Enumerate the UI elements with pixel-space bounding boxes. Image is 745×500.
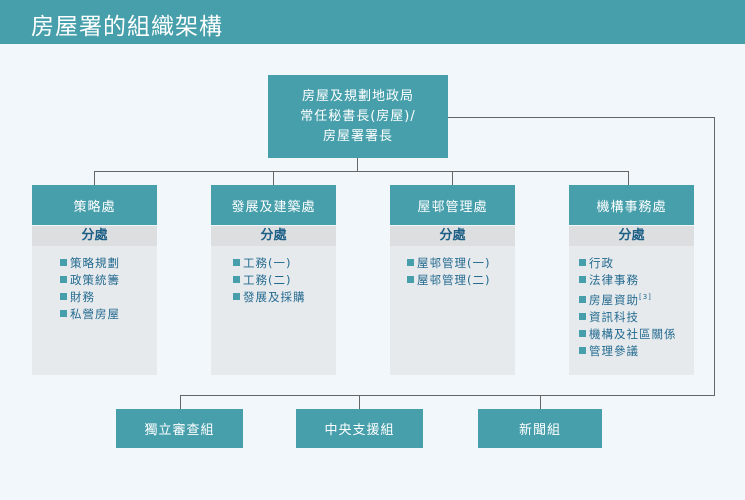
connector <box>180 395 715 396</box>
head-line: 房屋署署長 <box>322 128 393 144</box>
connector <box>628 171 629 185</box>
list-item: 私營房屋 <box>60 306 157 323</box>
head-line: 常任秘書長(房屋)/ <box>300 108 416 124</box>
header-bar: 房屋署的組織架構 <box>0 0 745 44</box>
connector <box>94 171 95 185</box>
connector <box>448 117 715 118</box>
unit-press: 新聞組 <box>478 409 602 448</box>
unit-independent-checking: 獨立審查組 <box>116 409 243 448</box>
list-item: 資訊科技 <box>579 309 694 326</box>
list-item: 屋邨管理(一) <box>407 255 515 272</box>
list-item: 機構及社區關係 <box>579 326 694 343</box>
connector <box>273 171 274 185</box>
division-title: 屋邨管理處 <box>390 185 515 225</box>
division-estate-management: 屋邨管理處 分處 屋邨管理(一) 屋邨管理(二) <box>390 185 515 375</box>
division-corporate-services: 機構事務處 分處 行政 法律事務 房屋資助[3] 資訊科技 機構及社區關係 管理… <box>569 185 694 375</box>
division-title: 策略處 <box>32 185 157 225</box>
list-item: 屋邨管理(二) <box>407 272 515 289</box>
page-title: 房屋署的組織架構 <box>31 14 223 40</box>
list-item: 政策統籌 <box>60 272 157 289</box>
subdivision-label: 分處 <box>32 226 157 246</box>
connector <box>540 395 541 409</box>
head-line: 房屋及規劃地政局 <box>301 88 414 104</box>
list-item: 法律事務 <box>579 272 694 289</box>
connector <box>180 395 181 409</box>
list-item: 工務(二) <box>233 272 336 289</box>
connector <box>359 395 360 409</box>
division-development: 發展及建築處 分處 工務(一) 工務(二) 發展及採購 <box>211 185 336 375</box>
list-item: 管理參議 <box>579 343 694 360</box>
footnote-link[interactable]: [3] <box>639 293 652 301</box>
list-item: 工務(一) <box>233 255 336 272</box>
subdivision-label: 分處 <box>569 226 694 246</box>
list-item: 財務 <box>60 289 157 306</box>
head-box: 房屋及規劃地政局 常任秘書長(房屋)/ 房屋署署長 <box>268 75 448 158</box>
unit-central-support: 中央支援組 <box>296 409 423 448</box>
list-item: 策略規劃 <box>60 255 157 272</box>
list-item: 發展及採購 <box>233 289 336 306</box>
list-item: 房屋資助[3] <box>579 289 694 309</box>
subdivision-label: 分處 <box>211 226 336 246</box>
subdivision-label: 分處 <box>390 226 515 246</box>
list-item: 行政 <box>579 255 694 272</box>
division-title: 發展及建築處 <box>211 185 336 225</box>
division-title: 機構事務處 <box>569 185 694 225</box>
connector <box>452 171 453 185</box>
connector <box>357 158 358 171</box>
division-strategy: 策略處 分處 策略規劃 政策統籌 財務 私營房屋 <box>32 185 157 375</box>
connector <box>94 171 629 172</box>
connector <box>714 117 715 396</box>
